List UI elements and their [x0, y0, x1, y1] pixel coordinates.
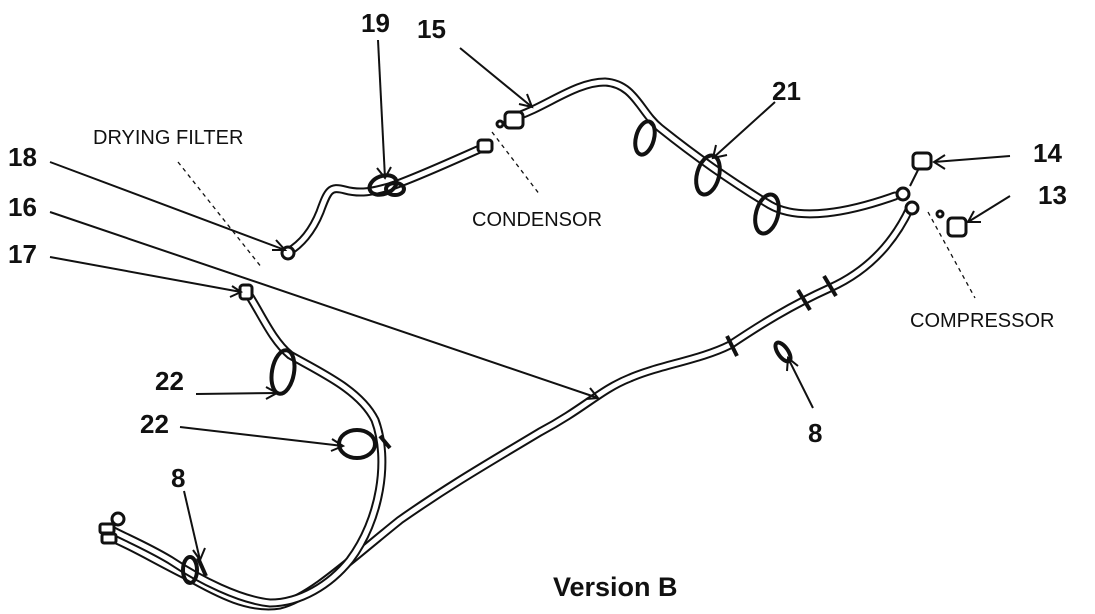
callout-18: 18 — [8, 142, 37, 172]
callout-8-right: 8 — [808, 418, 822, 448]
clamp-21-a — [633, 119, 657, 157]
compressor-dashed-leader — [927, 211, 976, 299]
drying-filter-dashed-leader — [177, 161, 263, 269]
callout-22-upper: 22 — [155, 366, 184, 396]
fitting-14 — [911, 151, 933, 171]
diagram-caption: Version B — [553, 572, 678, 602]
hose-compressor-to-front — [107, 203, 915, 611]
callout-8-left: 8 — [171, 463, 185, 493]
fitting-condensor-outlet — [495, 110, 525, 130]
clamp-8-left — [181, 555, 199, 585]
callout-21: 21 — [772, 76, 801, 106]
callout-14: 14 — [1033, 138, 1062, 168]
clamp-21-c — [753, 192, 781, 236]
fitting-compressor — [895, 169, 920, 216]
callout-16: 16 — [8, 192, 37, 222]
hose-drying-filter-to-condensor — [283, 143, 487, 257]
fitting-13 — [935, 209, 968, 238]
fitting-front-ends — [98, 511, 126, 545]
label-drying-filter: DRYING FILTER — [93, 127, 243, 149]
callout-17: 17 — [8, 239, 37, 269]
callout-13: 13 — [1038, 180, 1067, 210]
callout-15: 15 — [417, 14, 446, 44]
clamp-19 — [367, 173, 406, 197]
callout-22-lower: 22 — [140, 409, 169, 439]
clamp-22-lower — [337, 428, 377, 460]
clamp-22-upper — [269, 348, 297, 396]
hose-condensor-to-compressor — [507, 77, 900, 219]
hose-bands — [196, 274, 838, 577]
fitting-condensor-inlet — [476, 138, 494, 154]
label-condensor: CONDENSOR — [472, 209, 602, 231]
callout-leader-lines — [49, 39, 1011, 563]
condensor-dashed-leader — [491, 131, 541, 196]
callout-19: 19 — [361, 8, 390, 38]
label-compressor: COMPRESSOR — [910, 310, 1054, 332]
